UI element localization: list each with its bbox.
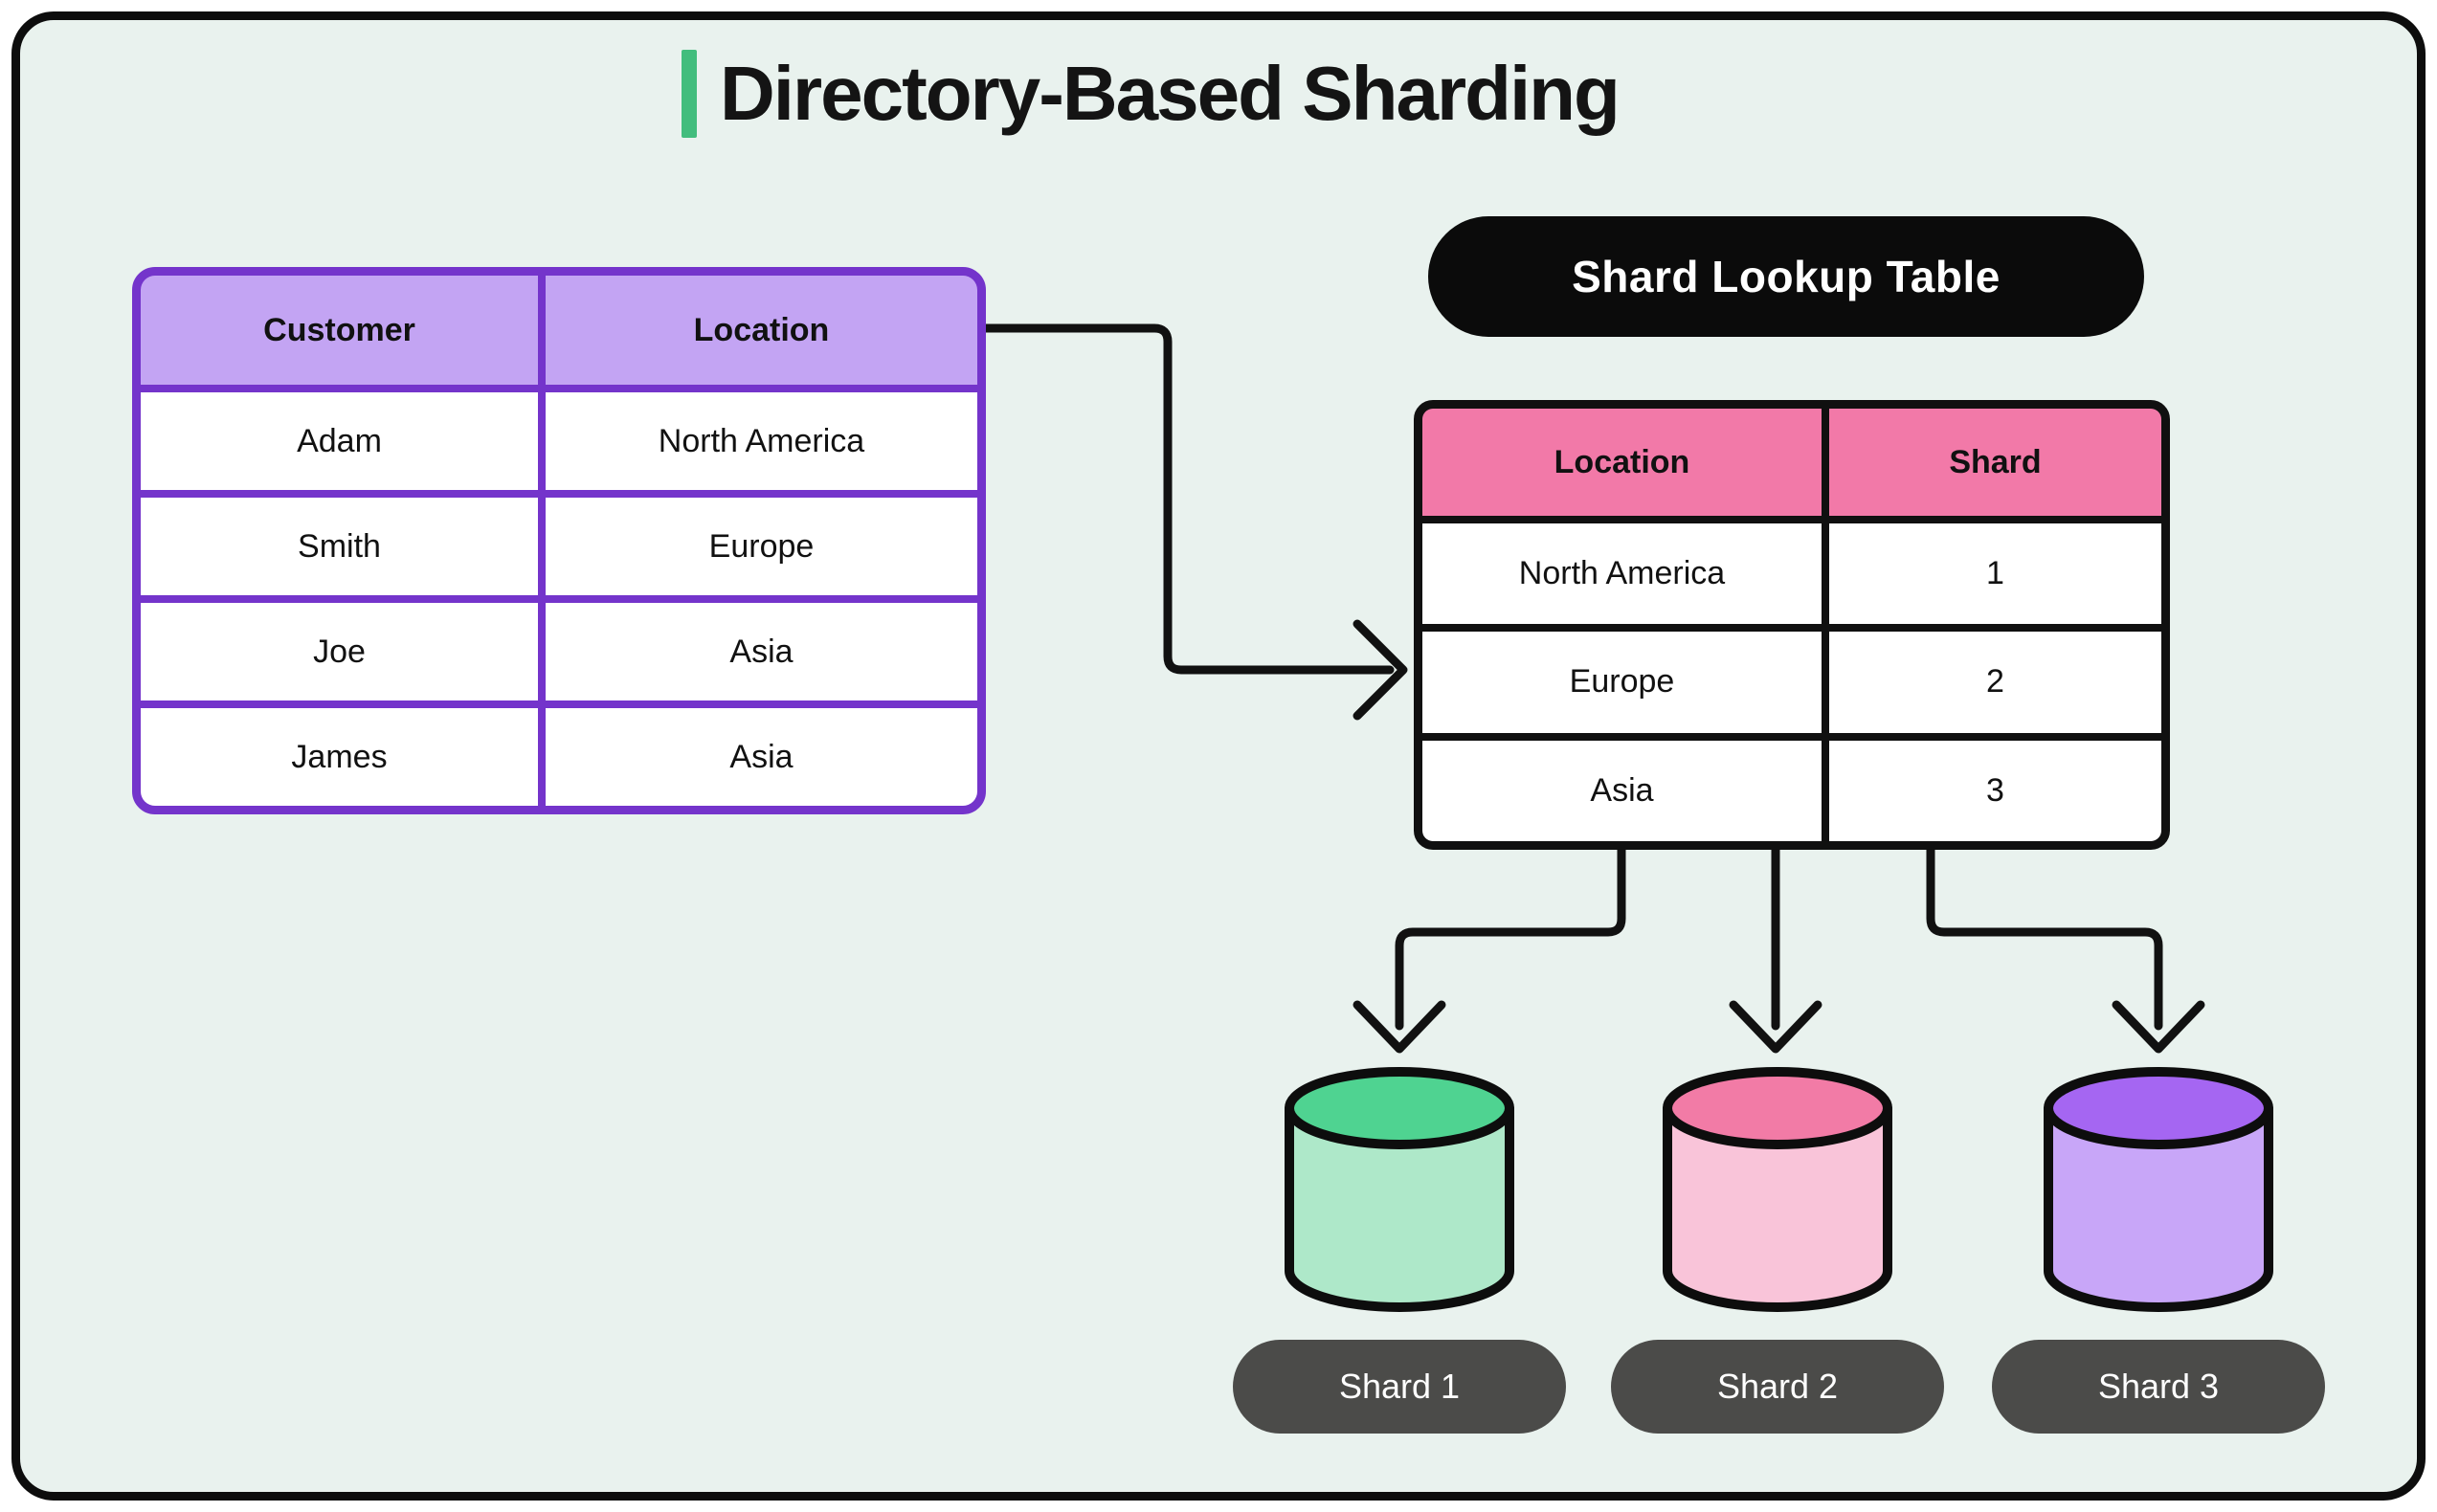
arrowhead-right-icon — [1353, 619, 1408, 721]
shard-lookup-table: Location Shard North America 1 Europe 2 … — [1414, 400, 2170, 850]
customer-cell: Adam — [141, 392, 538, 490]
location-cell: Europe — [546, 498, 977, 595]
lookup-shard-cell: 1 — [1829, 523, 2161, 625]
arrow-lookup-to-shard1 — [1353, 822, 1626, 1054]
title-row: Directory-Based Sharding — [682, 46, 1621, 142]
lookup-shard-cell: 2 — [1829, 632, 2161, 733]
shard2-label: Shard 2 — [1716, 1367, 1839, 1406]
customer-cell: Joe — [141, 603, 538, 700]
customer-table: Customer Location Adam North America Smi… — [132, 267, 986, 814]
lookup-shard-cell: 3 — [1829, 740, 2161, 841]
location-cell: North America — [546, 392, 977, 490]
lookup-header-location: Location — [1422, 409, 1822, 516]
shard-lookup-title-label: Shard Lookup Table — [1572, 252, 2001, 301]
arrowhead-down-icon — [1729, 1000, 1822, 1054]
lookup-location-cell: Europe — [1422, 632, 1822, 733]
title-accent-bar — [682, 50, 697, 138]
lookup-header-shard: Shard — [1829, 409, 2161, 516]
arrow-lookup-to-shard3 — [1926, 822, 2205, 1054]
lookup-location-cell: North America — [1422, 523, 1822, 625]
customer-cell: James — [141, 708, 538, 806]
shard2-label-pill: Shard 2 — [1611, 1340, 1944, 1434]
shard3-database-icon — [2044, 1067, 2273, 1312]
customer-table-header-location: Location — [546, 276, 977, 385]
shard1-label-pill: Shard 1 — [1233, 1340, 1566, 1434]
shard-lookup-title-pill: Shard Lookup Table — [1428, 216, 2144, 337]
shard1-label: Shard 1 — [1338, 1367, 1461, 1406]
location-cell: Asia — [546, 708, 977, 806]
shard3-label: Shard 3 — [2097, 1367, 2220, 1406]
customer-cell: Smith — [141, 498, 538, 595]
lookup-location-cell: Asia — [1422, 740, 1822, 841]
location-cell: Asia — [546, 603, 977, 700]
customer-table-header-customer: Customer — [141, 276, 538, 385]
arrowhead-down-icon — [1353, 1000, 1446, 1054]
arrow-customer-to-lookup — [964, 323, 1408, 721]
shard3-label-pill: Shard 3 — [1992, 1340, 2325, 1434]
shard1-database-icon — [1285, 1067, 1514, 1312]
page-title: Directory-Based Sharding — [720, 51, 1621, 136]
arrowhead-down-icon — [2112, 1000, 2205, 1054]
shard2-database-icon — [1663, 1067, 1892, 1312]
arrow-lookup-to-shard2 — [1729, 822, 1822, 1054]
